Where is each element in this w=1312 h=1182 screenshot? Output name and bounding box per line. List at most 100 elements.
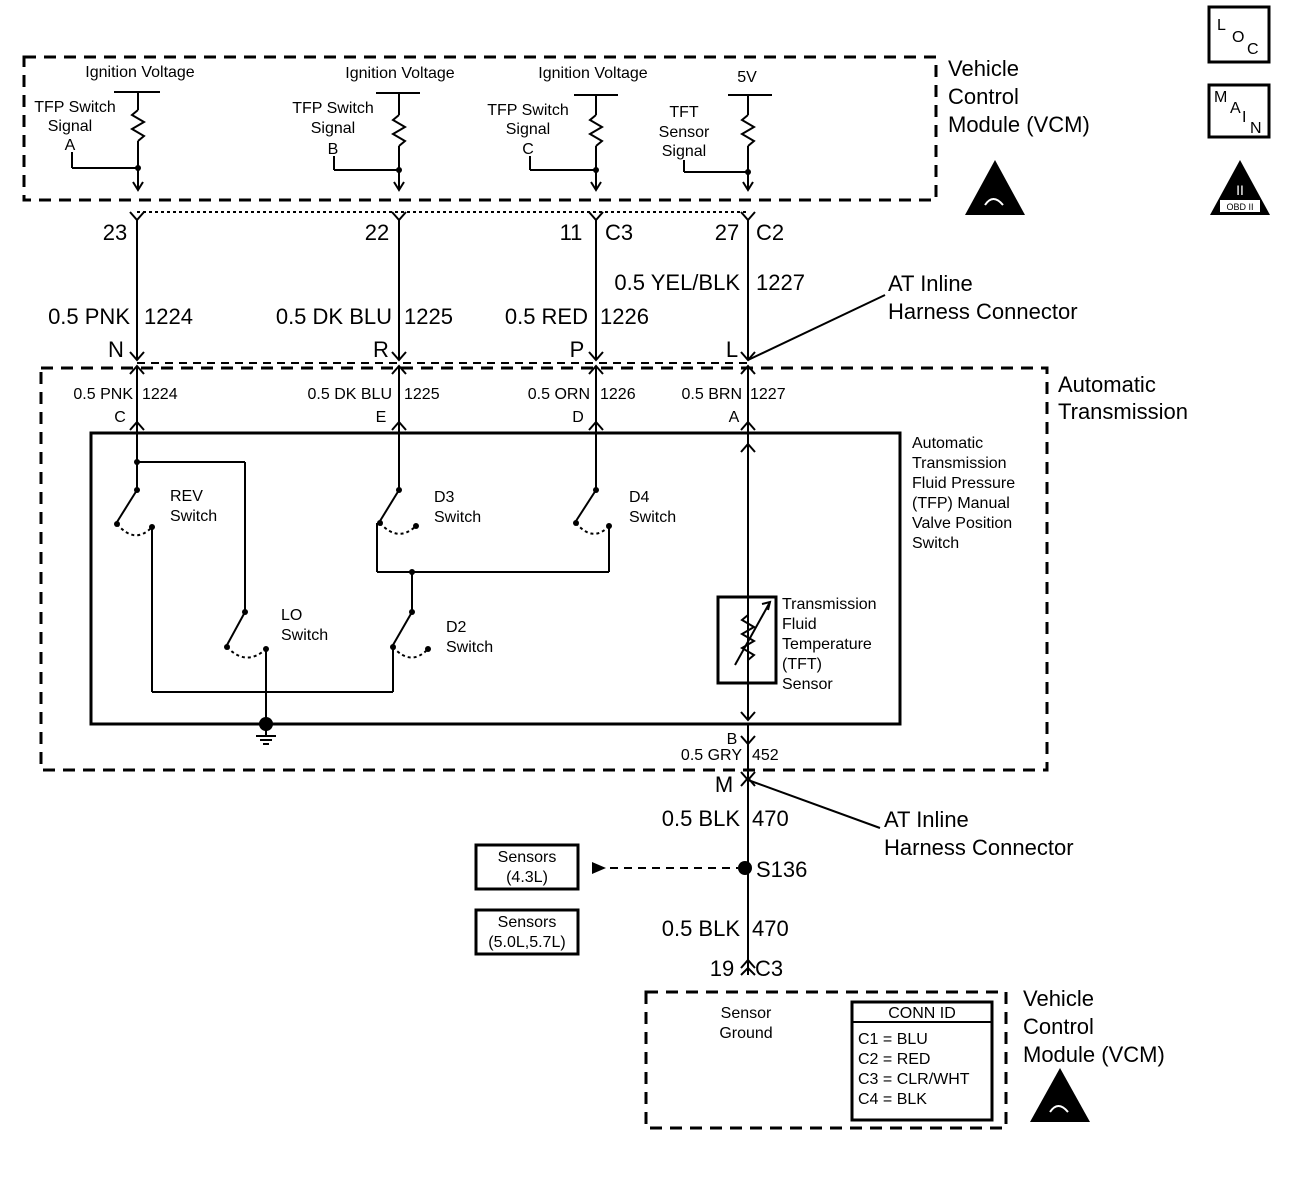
svg-text:Switch: Switch [629,509,676,526]
svg-text:Switch: Switch [912,535,959,552]
svg-text:Vehicle: Vehicle [1023,986,1094,1011]
svg-text:Temperature: Temperature [782,636,872,653]
obd-ii-icon: OBD II II [1210,160,1270,215]
wire-label-1226-color: 0.5 RED [505,304,588,329]
trans-wire-452-color: 0.5 GRY [681,747,742,764]
trans-pin-d: D [572,409,584,426]
wire-label-1225-circuit: 1225 [404,304,453,329]
svg-text:Signal: Signal [48,118,92,135]
inline-pin-r: R [373,337,389,362]
lo-switch: LO Switch [224,462,328,724]
svg-text:C: C [522,141,534,158]
svg-text:II: II [1236,182,1244,198]
wire-label-1227-circuit: 1227 [756,270,805,295]
svg-text:Vehicle: Vehicle [948,56,1019,81]
svg-text:CONN ID: CONN ID [888,1005,956,1022]
svg-text:A: A [1230,100,1241,117]
svg-text:Fluid: Fluid [782,616,817,633]
conn-c3-bottom: C3 [755,956,783,981]
svg-text:(TFT): (TFT) [782,656,822,673]
conn-id-table: CONN ID C1 = BLU C2 = RED C3 = CLR/WHT C… [850,1000,994,1122]
svg-text:A: A [65,137,76,154]
inline-connector-label-top-1: AT Inline [888,271,973,296]
pin-23: 23 [103,220,127,245]
esd-icon-bottom [1030,1068,1090,1122]
pin-22: 22 [365,220,389,245]
inline-connector-label-top-2: Harness Connector [888,299,1078,324]
svg-text:Switch: Switch [446,639,493,656]
svg-text:(5.0L,5.7L): (5.0L,5.7L) [488,934,565,951]
sensor-ground-label-1: Sensor [721,1005,772,1022]
svg-text:N: N [1250,120,1262,137]
sensors-4-3l: Sensors (4.3L) [474,843,580,891]
svg-text:M: M [1214,89,1227,106]
wire-label-1224-color: 0.5 PNK [48,304,130,329]
tfp-switch-assembly-box [89,431,902,726]
trans-pin-a: A [729,409,740,426]
svg-text:C: C [1247,41,1259,58]
svg-text:Control: Control [1023,1014,1094,1039]
pin-11: 11 [560,220,583,245]
upper-wires [129,211,756,364]
svg-text:Ignition Voltage: Ignition Voltage [345,65,455,82]
svg-text:Control: Control [948,84,1019,109]
transmission-title-2: Transmission [1058,399,1188,424]
splice-label: S136 [756,857,807,882]
trans-wire-1226-color: 0.5 ORN [528,386,590,403]
svg-text:Module (VCM): Module (VCM) [1023,1042,1165,1067]
svg-text:Signal: Signal [506,121,550,138]
svg-text:D3: D3 [434,489,455,506]
svg-text:Switch: Switch [434,509,481,526]
inline-pin-m: M [715,772,733,797]
svg-text:C4 = BLK: C4 = BLK [858,1091,927,1108]
svg-text:TFP Switch: TFP Switch [34,99,116,116]
vcm-circuit-a: Ignition Voltage TFP Switch Signal A [34,64,195,192]
inline-connector-leader-bottom [747,779,881,829]
svg-text:LO: LO [281,607,302,624]
svg-text:Sensor: Sensor [782,676,833,693]
inline-connector-label-bottom-2: Harness Connector [884,835,1074,860]
wire-470-lower-color: 0.5 BLK [662,916,741,941]
vcm-bottom-box [644,990,1008,1130]
trans-wire-1225-color: 0.5 DK BLU [308,386,392,403]
svg-text:Ignition Voltage: Ignition Voltage [538,65,648,82]
vcm-bottom-title: Vehicle Control Module (VCM) [1023,986,1165,1067]
wire-label-1225-color: 0.5 DK BLU [276,304,392,329]
svg-text:C3 = CLR/WHT: C3 = CLR/WHT [858,1071,970,1088]
trans-wire-452-circuit: 452 [752,747,779,764]
trans-wire-1225-circuit: 1225 [404,386,440,403]
inline-pin-n: N [108,337,124,362]
trans-wire-1224-circuit: 1224 [142,386,178,403]
svg-text:Sensor: Sensor [659,124,710,141]
switch-ground [152,691,393,745]
svg-text:Fluid Pressure: Fluid Pressure [912,475,1015,492]
wire-470-upper-color: 0.5 BLK [662,806,741,831]
svg-text:D4: D4 [629,489,650,506]
pin-19: 19 [710,956,734,981]
transmission-title-1: Automatic [1058,372,1156,397]
wire-label-1224-circuit: 1224 [144,304,193,329]
svg-text:(4.3L): (4.3L) [506,869,548,886]
svg-text:TFP Switch: TFP Switch [487,102,569,119]
tfp-label: Automatic Transmission Fluid Pressure (T… [912,435,1015,552]
svg-text:Ignition Voltage: Ignition Voltage [85,64,195,81]
svg-text:Signal: Signal [662,143,706,160]
inline-connector-label-bottom-1: AT Inline [884,807,969,832]
svg-text:B: B [328,141,339,158]
svg-text:TFP Switch: TFP Switch [292,100,374,117]
transmission-box [39,366,1049,772]
trans-wire-1227-circuit: 1227 [750,386,786,403]
svg-text:Transmission: Transmission [912,455,1007,472]
svg-text:Valve Position: Valve Position [912,515,1012,532]
vcm-circuit-c: Ignition Voltage TFP Switch Signal C [487,65,648,192]
svg-text:I: I [1242,109,1246,126]
svg-text:TFT: TFT [669,104,699,121]
svg-text:Sensors: Sensors [498,849,557,866]
main-icon: M A I N [1207,83,1271,139]
d2-switch: D2 Switch [390,572,493,692]
svg-text:REV: REV [170,488,203,505]
trans-wire-1227-color: 0.5 BRN [682,386,742,403]
tft-sensor: Transmission Fluid Temperature (TFT) Sen… [716,595,877,722]
trans-pin-c: C [114,409,126,426]
